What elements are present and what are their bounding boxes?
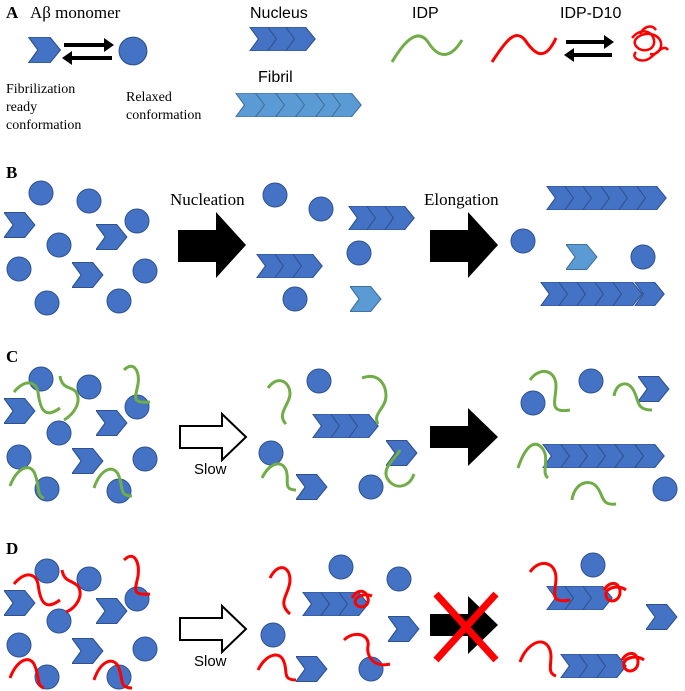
panel-label-b: B [6, 163, 17, 182]
ready-label: ready [6, 100, 37, 115]
d-stage1 [4, 554, 158, 690]
abeta-monomer-label: Aβ monomer [30, 3, 121, 22]
elongation-arrow-icon [430, 212, 498, 278]
d-stage2 [256, 554, 420, 682]
slow-arrow-icon-c [179, 411, 248, 463]
c-stage1 [4, 364, 158, 504]
blocked-elongation-icon [430, 591, 499, 663]
fibrilization-label: Fibrilization [6, 82, 75, 97]
idp-d10-extended-icon [490, 34, 558, 63]
slow-label-d: Slow [194, 653, 227, 670]
equilibrium-arrow-icon [62, 38, 114, 65]
panel-label-c: C [6, 347, 18, 366]
nucleation-label: Nucleation [170, 190, 245, 209]
panel-label-d: D [6, 539, 18, 558]
equilibrium-arrow-icon-2 [564, 35, 614, 62]
elongation-arrow-icon-c [430, 408, 498, 466]
nucleus-label: Nucleus [250, 5, 308, 22]
elongation-label: Elongation [424, 190, 499, 209]
slow-arrow-icon-d [179, 603, 248, 655]
b-stage1-monomers [4, 180, 158, 316]
conformation-label: conformation [6, 118, 81, 133]
b-stage3-species [510, 186, 667, 306]
relaxed-conformation-label: conformation [126, 108, 201, 123]
d-stage3 [518, 552, 678, 678]
c-stage2 [258, 368, 418, 500]
nucleation-arrow-icon [178, 212, 246, 278]
relaxed-monomer-icon [118, 36, 148, 66]
slow-label-c: Slow [194, 461, 227, 478]
idp-label: IDP [412, 5, 439, 22]
idp-green-icon [390, 34, 464, 63]
b-stage2-species [256, 182, 415, 312]
idp-d10-collapsed-icon [631, 25, 670, 62]
fibrilization-ready-monomer-icon [28, 37, 61, 63]
fibril-label: Fibril [258, 69, 293, 86]
c-stage3 [516, 368, 678, 506]
fibril-icon [235, 93, 362, 117]
panel-label-a: A [6, 3, 19, 22]
relaxed-label: Relaxed [126, 90, 172, 105]
idp-d10-label: IDP-D10 [560, 5, 621, 22]
nucleus-icon [249, 27, 316, 51]
